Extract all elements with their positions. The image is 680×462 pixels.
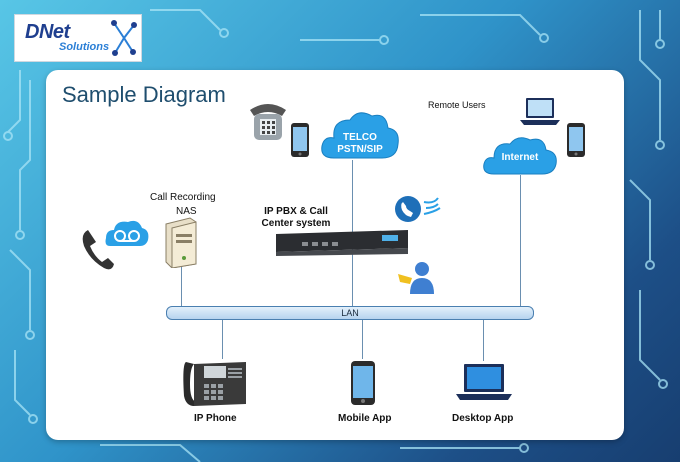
handset-icon: [82, 230, 114, 270]
nas-label: NAS: [176, 206, 197, 217]
connector-internet: [520, 175, 521, 306]
lan-bus: LAN: [166, 306, 534, 320]
telco-label-line1: TELCO: [343, 132, 377, 143]
desktop-app-label: Desktop App: [452, 413, 514, 424]
telco-label: TELCO PSTN/SIP: [328, 132, 392, 156]
network-star-icon: [111, 20, 137, 56]
logo-text: DNet: [25, 21, 70, 43]
ip-phone-label: IP Phone: [194, 413, 237, 424]
connector-nas: [181, 266, 182, 306]
logo-subtext: Solutions: [59, 41, 110, 53]
server-icon: [165, 217, 197, 268]
connector-desktop: [483, 319, 484, 361]
connector-ip-phone: [222, 319, 223, 359]
telco-cloud: [321, 112, 399, 159]
smartphone-icon: [291, 123, 309, 157]
ip-pbx-label-line1: IP PBX & Call: [264, 206, 328, 217]
pbx-device-icon: [276, 230, 408, 256]
internet-cloud: [483, 137, 557, 175]
internet-label: Internet: [501, 152, 539, 163]
desktop-app-icon: [456, 364, 512, 400]
call-recording-label: Call Recording: [150, 192, 216, 203]
diagram-panel: Sample Diagram TELCO PSTN/SIP Remote Use…: [46, 70, 624, 440]
mobile-app-icon: [351, 361, 375, 405]
ip-phone-icon: [183, 362, 246, 406]
connector-mobile: [362, 319, 363, 359]
smartphone-icon: [567, 123, 585, 157]
desk-phone-icon: [250, 104, 286, 140]
laptop-icon: [520, 98, 560, 125]
agent-icon: [398, 262, 434, 294]
ip-pbx-label: IP PBX & Call Center system: [256, 206, 336, 230]
telco-label-line2: PSTN/SIP: [337, 144, 383, 155]
mobile-app-label: Mobile App: [338, 413, 392, 424]
lan-label: LAN: [341, 308, 359, 318]
page-title: Sample Diagram: [62, 82, 226, 107]
remote-users-label: Remote Users: [428, 100, 486, 110]
voicemail-icon: [105, 220, 149, 246]
ip-pbx-label-line2: Center system: [261, 218, 331, 229]
company-logo: DNet Solutions: [14, 14, 142, 62]
call-forward-icon: [395, 196, 441, 222]
